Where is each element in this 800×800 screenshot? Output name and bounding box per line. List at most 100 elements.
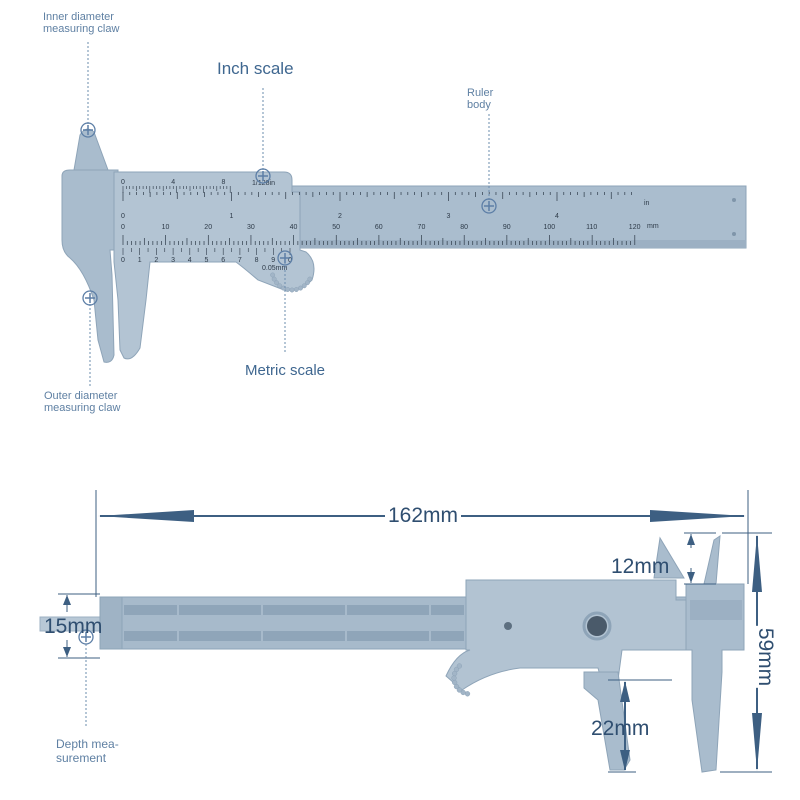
mm-vernier-number: 2 bbox=[154, 257, 158, 264]
crosshair-marker-icon bbox=[255, 168, 271, 184]
fixed-head bbox=[685, 535, 745, 773]
mm-number: 90 bbox=[503, 224, 511, 231]
inch-vernier-number: 8 bbox=[222, 179, 226, 186]
wheel-tooth bbox=[453, 666, 460, 673]
mm-vernier-number: 9 bbox=[271, 257, 275, 264]
inch-vernier-number: 0 bbox=[121, 179, 125, 186]
slider-upper-claw bbox=[653, 536, 685, 579]
mm-vernier-number: 7 bbox=[238, 257, 242, 264]
dim-59-arrow-bottom bbox=[752, 713, 762, 771]
outer-claw-label: Outer diameter measuring claw bbox=[44, 390, 121, 414]
dim-15-arrow-top bbox=[63, 595, 71, 605]
metric-scale-label: Metric scale bbox=[245, 362, 326, 379]
inch-number: 4 bbox=[555, 213, 559, 220]
mm-vernier-number: 0 bbox=[288, 257, 292, 264]
inner-claw-label-line2: measuring claw bbox=[43, 22, 120, 35]
fixed-head-shade bbox=[690, 600, 742, 620]
dim-162-arrow-left bbox=[98, 510, 194, 522]
jaw-gap-dimension: 12mm bbox=[611, 555, 670, 578]
mm-number: 80 bbox=[460, 224, 468, 231]
caliper-side-view bbox=[39, 490, 772, 773]
depth-measurement-label: Depth mea- surement bbox=[56, 737, 119, 766]
inch-number: 3 bbox=[447, 213, 451, 220]
mm-vernier-number: 3 bbox=[171, 257, 175, 264]
jaw-length-dimension: 22mm bbox=[591, 717, 650, 740]
mm-vernier-number: 5 bbox=[205, 257, 209, 264]
outer-claw-label-line1: Outer diameter bbox=[44, 390, 118, 402]
beam-hole-lower bbox=[732, 232, 736, 236]
inch-unit-label: in bbox=[644, 200, 650, 207]
depth-label-line1: Depth mea- bbox=[56, 737, 119, 751]
metric-vernier-label: 0.05mm bbox=[262, 265, 287, 272]
mm-number: 50 bbox=[332, 224, 340, 231]
wheel-tooth bbox=[301, 283, 307, 289]
wheel-tooth bbox=[451, 679, 458, 686]
wheel-tooth bbox=[456, 663, 463, 669]
slider-hole-large bbox=[587, 616, 607, 636]
mm-number: 70 bbox=[418, 224, 426, 231]
mm-number: 30 bbox=[247, 224, 255, 231]
dim-22-arrow-bottom bbox=[620, 750, 630, 771]
wheel-tooth bbox=[451, 675, 457, 681]
ruler-beam-shade bbox=[100, 240, 746, 248]
mm-number: 10 bbox=[162, 224, 170, 231]
overall-length-dimension: 162mm bbox=[385, 504, 462, 528]
side-slider bbox=[445, 579, 691, 691]
inch-number: 1 bbox=[230, 213, 234, 220]
wheel-tooth bbox=[298, 285, 303, 291]
dim-15-arrow-bottom bbox=[63, 647, 71, 657]
thumb-wheel-icon bbox=[451, 663, 471, 697]
inner-claw-upper bbox=[73, 128, 109, 171]
dim-59-arrow-top bbox=[752, 534, 762, 592]
crosshair-marker-icon bbox=[82, 290, 98, 306]
mm-unit-label: mm bbox=[647, 223, 659, 230]
crosshair-marker-icon bbox=[481, 198, 497, 214]
mm-number: 100 bbox=[544, 224, 556, 231]
wheel-tooth bbox=[289, 287, 295, 293]
depth-width-dimension: 15mm bbox=[44, 615, 103, 638]
wheel-tooth bbox=[293, 287, 299, 292]
dim-22-arrow-top bbox=[620, 681, 630, 702]
inch-vernier-number: 4 bbox=[171, 179, 175, 186]
mm-number: 120 bbox=[629, 224, 641, 231]
ruler-body-label: Ruler body bbox=[467, 87, 494, 111]
mm-number: 20 bbox=[204, 224, 212, 231]
side-beam-end bbox=[99, 596, 123, 650]
wheel-tooth bbox=[285, 287, 291, 292]
dim-162-arrow-right bbox=[650, 510, 746, 522]
mm-vernier-number: 8 bbox=[255, 257, 259, 264]
mm-vernier-number: 4 bbox=[188, 257, 192, 264]
ruler-body-label-line1: Ruler bbox=[467, 87, 494, 99]
inch-number: 0 bbox=[121, 213, 125, 220]
wheel-tooth bbox=[274, 280, 280, 286]
inch-scale-ticks: 0 1 2 3 4 bbox=[121, 192, 632, 220]
inner-claw-label-line1: Inner diameter bbox=[43, 11, 114, 23]
ruler-body-label-line2: body bbox=[467, 98, 491, 111]
slider-hole-large-rim bbox=[582, 611, 612, 641]
inner-claw-label: Inner diameter measuring claw bbox=[43, 11, 120, 35]
height-dimension: 59mm bbox=[753, 625, 778, 689]
mm-vernier-number: 6 bbox=[221, 257, 225, 264]
wheel-tooth bbox=[270, 272, 276, 278]
mm-vernier-number: 0 bbox=[121, 257, 125, 264]
mm-number: 60 bbox=[375, 224, 383, 231]
beam-channel-upper bbox=[124, 605, 464, 615]
inch-vernier-ticks: 0 4 8 bbox=[121, 179, 231, 193]
wheel-tooth bbox=[464, 691, 471, 697]
wheel-tooth bbox=[456, 687, 463, 693]
wheel-tooth bbox=[271, 276, 277, 282]
mm-vernier-number: 1 bbox=[138, 257, 142, 264]
wheel-tooth bbox=[460, 689, 466, 696]
beam-channel-lower bbox=[124, 631, 464, 641]
fixed-jaw-body bbox=[61, 169, 119, 363]
wheel-tooth bbox=[304, 280, 310, 286]
slider-hole-small bbox=[504, 622, 512, 630]
mm-number: 110 bbox=[586, 224, 597, 231]
outer-claw-label-line2: measuring claw bbox=[44, 401, 121, 414]
mm-number: 40 bbox=[290, 224, 298, 231]
slider-lower-jaw bbox=[583, 671, 631, 771]
inch-number: 2 bbox=[338, 213, 342, 220]
crosshair-marker-icon bbox=[80, 122, 96, 138]
